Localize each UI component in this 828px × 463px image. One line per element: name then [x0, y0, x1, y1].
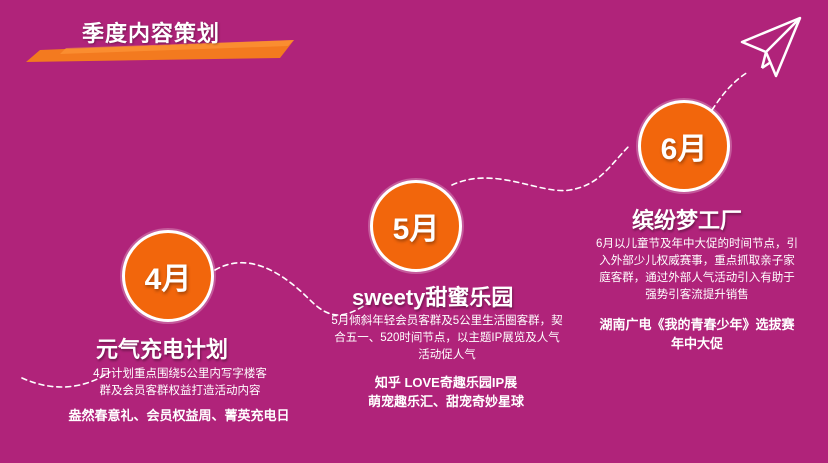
- highlight-line: 盎然春意礼、会员权益周、菁英充电日: [68, 408, 290, 423]
- month-label: 4月: [144, 263, 192, 296]
- stage-title-may: sweety甜蜜乐园: [352, 285, 514, 310]
- desc-line: 合五一、520时间节点，以主题IP展览及人气: [334, 332, 560, 344]
- highlight-line: 湖南广电《我的青春少年》选拔赛: [599, 317, 795, 332]
- month-circle-april: 4月: [122, 230, 214, 322]
- highlight-line: 年中大促: [670, 336, 723, 351]
- desc-line: 6月以儿童节及年中大促的时间节点，引: [596, 238, 798, 250]
- highlight-line: 萌宠趣乐汇、甜宠奇妙星球: [367, 394, 524, 409]
- month-label: 6月: [660, 133, 708, 166]
- desc-line: 活动促人气: [418, 349, 476, 361]
- month-circle-june: 6月: [638, 100, 730, 192]
- stage-desc-june: 6月以儿童节及年中大促的时间节点，引 入外部少儿权威赛事，重点抓取亲子家 庭客群…: [586, 236, 808, 304]
- stage-highlights-may: 知乎 LOVE奇趣乐园IP展 萌宠趣乐汇、甜宠奇妙星球: [340, 373, 552, 411]
- stage-desc-may: 5月倾斜年轻会员客群及5公里生活圈客群，契 合五一、520时间节点，以主题IP展…: [318, 313, 576, 364]
- stage-desc-april: 4月计划重点围绕5公里内写字楼客 群及会员客群权益打造活动内容: [60, 366, 300, 400]
- stage-highlights-june: 湖南广电《我的青春少年》选拔赛 年中大促: [588, 315, 806, 353]
- desc-line: 群及会员客群权益打造活动内容: [99, 385, 261, 397]
- highlight-line: 知乎 LOVE奇趣乐园IP展: [374, 375, 518, 390]
- desc-line: 强势引客流提升销售: [645, 289, 749, 301]
- desc-line: 入外部少儿权威赛事，重点抓取亲子家: [599, 255, 795, 267]
- desc-line: 4月计划重点围绕5公里内写字楼客: [93, 368, 267, 380]
- month-circle-may: 5月: [370, 180, 462, 272]
- stage-highlights-april: 盎然春意礼、会员权益周、菁英充电日: [44, 406, 314, 425]
- page-title: 季度内容策划: [82, 21, 221, 46]
- desc-line: 5月倾斜年轻会员客群及5公里生活圈客群，契: [331, 315, 563, 327]
- stage-title-april: 元气充电计划: [96, 337, 229, 362]
- title-banner: [26, 40, 294, 62]
- paper-plane-icon: [740, 16, 802, 78]
- desc-line: 庭客群，通过外部人气活动引入有助于: [599, 272, 795, 284]
- month-label: 5月: [392, 213, 440, 246]
- stage-title-june: 缤纷梦工厂: [632, 208, 743, 233]
